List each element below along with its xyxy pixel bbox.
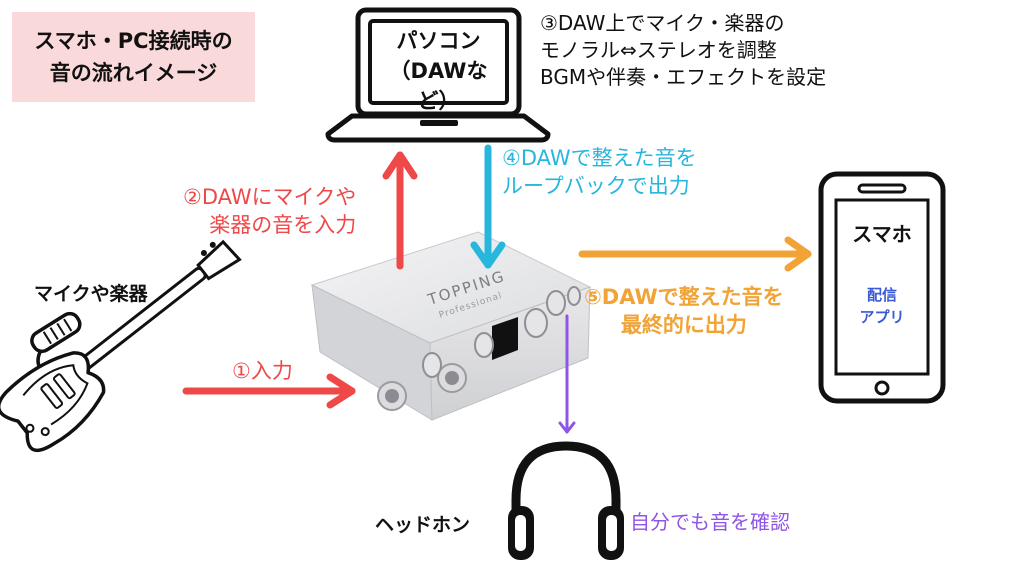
step5-label: ⑤DAWで整えた音を 最終的に出力: [584, 283, 784, 339]
laptop-icon: [325, 7, 551, 143]
pc-label-line-2: （DAWなど）: [389, 59, 488, 113]
arrow-loopback: [470, 144, 506, 269]
headphones-icon: [508, 441, 624, 560]
step4-line-1: ④DAWで整えた音を: [502, 146, 697, 170]
arrow-input: [182, 373, 356, 409]
step5-line-1: ⑤DAWで整えた音を: [584, 285, 784, 309]
step4-line-2: ループバックで出力: [502, 174, 690, 198]
step1-label: ①入力: [232, 359, 293, 383]
arrow-to-phone: [578, 236, 812, 272]
step5-line-2: 最終的に出力: [620, 313, 747, 337]
step3-line-3: BGMや伴奏・エフェクトを設定: [540, 65, 827, 89]
phone-label: スマホ: [852, 222, 912, 246]
monitor-label: 自分でも音を確認: [630, 510, 790, 534]
audio-interface: TOPPING Professional: [310, 231, 592, 421]
app-line-1: 配信: [866, 286, 897, 304]
title-line-1: スマホ・PC接続時の: [34, 29, 233, 53]
step3-line-1: ③DAW上でマイク・楽器の: [540, 11, 785, 35]
smartphone-icon: [818, 171, 946, 404]
step2-label: ②DAWにマイクや 楽器の音を入力: [183, 183, 356, 239]
streaming-app-label: 配信 アプリ: [838, 284, 926, 328]
pc-label-line-1: パソコン: [396, 29, 481, 53]
step2-line-2: 楽器の音を入力: [209, 213, 357, 237]
arrow-to-headphones: [558, 314, 576, 434]
title-line-2: 音の流れイメージ: [49, 61, 218, 85]
pc-label: パソコン （DAWなど）: [376, 26, 501, 116]
diagram-title: スマホ・PC接続時の 音の流れイメージ: [12, 12, 255, 102]
guitar-icon: [0, 239, 242, 453]
step3-note: ③DAW上でマイク・楽器の モノラル⇔ステレオを調整 BGMや伴奏・エフェクトを…: [540, 10, 826, 91]
headphones-label: ヘッドホン: [375, 514, 471, 536]
app-line-2: アプリ: [859, 308, 905, 326]
mic-instruments-label: マイクや楽器: [34, 283, 148, 305]
step4-label: ④DAWで整えた音を ループバックで出力: [502, 144, 697, 200]
step3-line-2: モノラル⇔ステレオを調整: [540, 38, 777, 62]
step2-line-1: ②DAWにマイクや: [183, 185, 357, 209]
arrow-to-daw: [382, 151, 418, 270]
